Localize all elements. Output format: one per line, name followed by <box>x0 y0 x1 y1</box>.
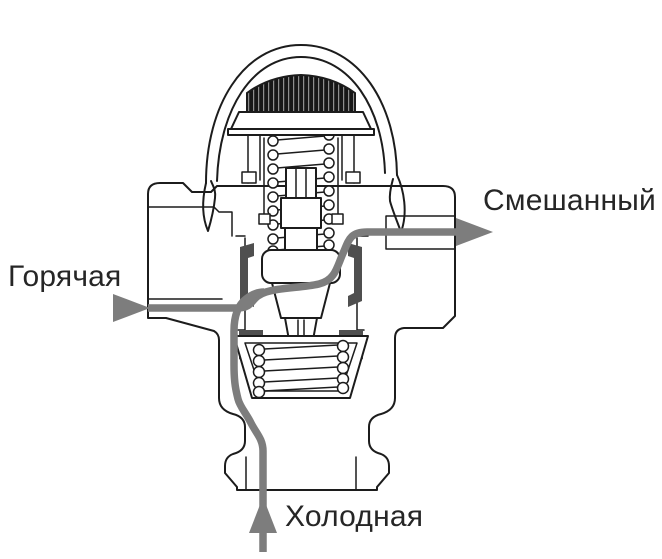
cold-flow-line <box>230 288 267 552</box>
hot-inlet-arrowhead-icon <box>113 294 150 322</box>
lower-spring-coil-sections <box>252 339 350 399</box>
hot-to-mixed-flow-line <box>148 228 457 312</box>
upper-spring <box>258 129 344 257</box>
valve-cap <box>202 44 406 233</box>
lower-spring-assembly <box>233 335 369 399</box>
hot-port-bore <box>147 206 233 300</box>
hot-inlet-label: Горячая <box>8 260 122 293</box>
upper-right-seal <box>348 243 362 307</box>
cap-outer-shell <box>205 44 398 184</box>
thermostat-element <box>280 167 322 251</box>
lower-spring-wires <box>263 344 339 392</box>
tail-bore <box>245 456 357 490</box>
cap-base-plate <box>227 128 375 136</box>
mixed-outlet-label: Смешанный <box>483 184 656 217</box>
cap-inner-shell <box>216 56 386 182</box>
flow-paths <box>113 218 493 552</box>
cap-flange <box>230 111 372 130</box>
cap-right-skirt <box>388 174 406 233</box>
upper-left-seal <box>240 243 254 307</box>
cold-inlet-arrowhead-icon <box>249 497 277 533</box>
cold-inlet-label: Холодная <box>285 500 424 533</box>
mixed-outlet-arrowhead-icon <box>456 218 493 246</box>
cap-left-skirt <box>202 180 217 232</box>
knurled-grip-band <box>246 73 356 113</box>
upper-spring-coil-sections <box>267 129 335 257</box>
